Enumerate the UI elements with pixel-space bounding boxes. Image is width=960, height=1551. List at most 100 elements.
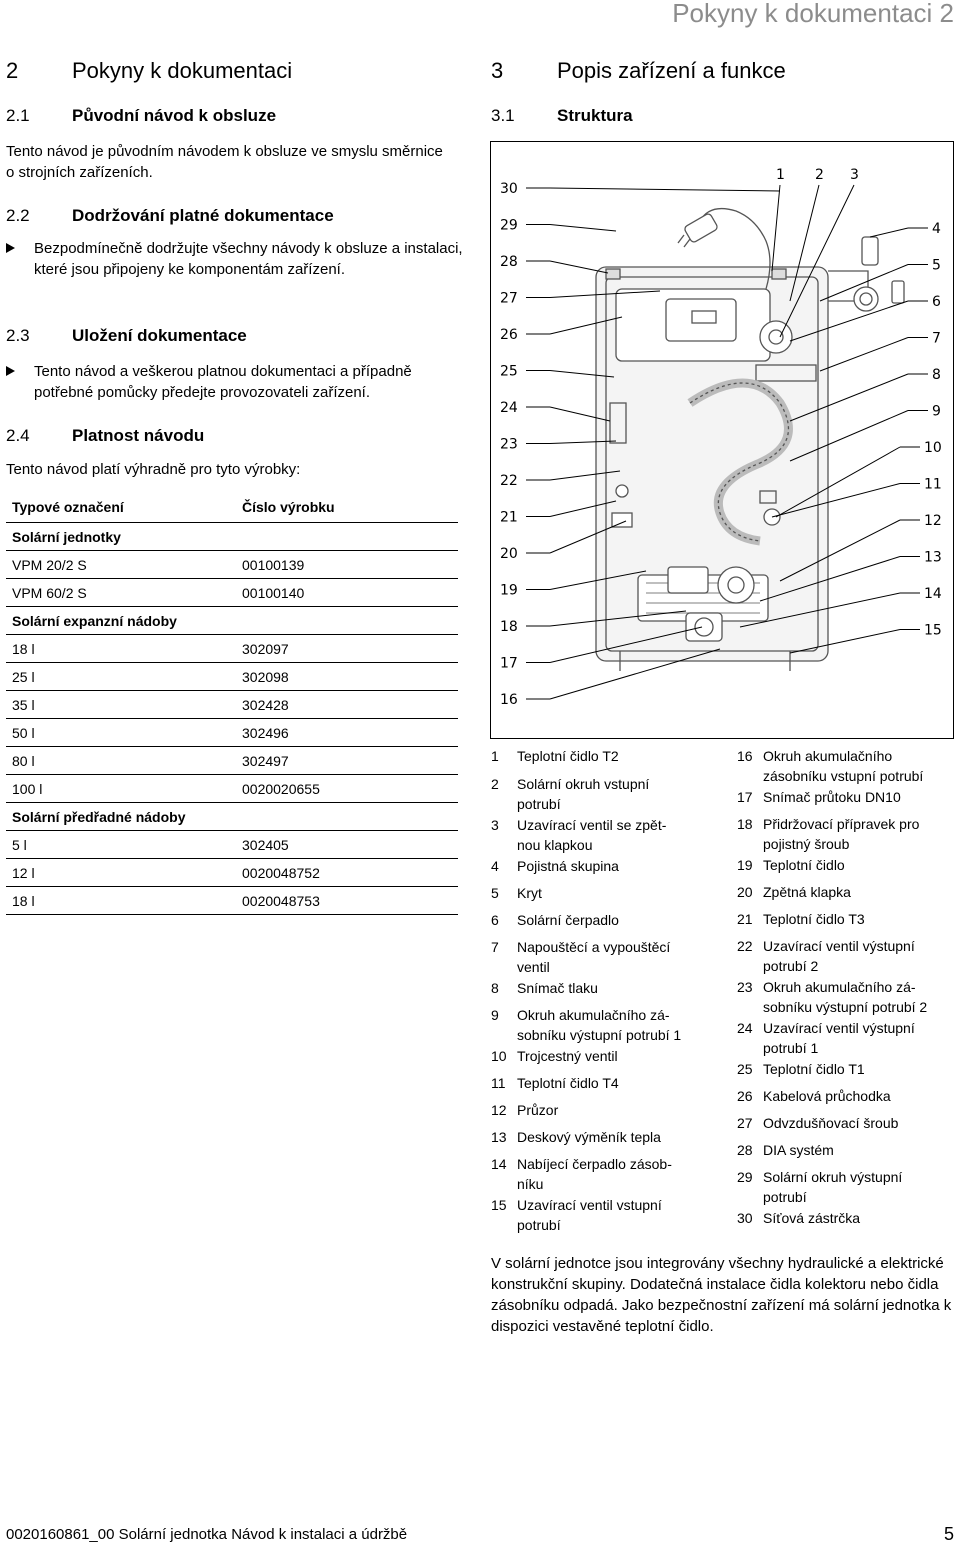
legend-text: Uzavírací ventil se zpět- nou klapkou <box>517 817 667 853</box>
legend-number: 4 <box>491 858 499 874</box>
left-leader-line <box>549 648 721 700</box>
legend-number: 19 <box>737 857 753 873</box>
legend-text: Teplotní čidlo T4 <box>517 1075 619 1091</box>
column-header-type: Typové označení <box>6 492 236 523</box>
legend-number: 21 <box>737 911 753 927</box>
cell-number: 302496 <box>236 718 458 747</box>
left-leader-line <box>549 520 627 554</box>
left-leader-line <box>549 187 781 192</box>
legend-number: 25 <box>737 1061 753 1077</box>
left-leader-line <box>549 570 647 590</box>
left-callout-number: 18 <box>500 619 518 635</box>
column-header-number: Číslo výrobku <box>236 492 458 523</box>
left-callout-number: 28 <box>500 254 518 270</box>
legend-text: Snímač průtoku DN10 <box>763 789 901 805</box>
unit-drawing <box>595 207 905 671</box>
cell-type: 35 l <box>6 690 236 719</box>
cell-number: 302098 <box>236 662 458 691</box>
top-callout-number: 3 <box>850 167 859 183</box>
left-callout-number: 30 <box>500 181 518 197</box>
section-number: 3.1 <box>491 106 515 125</box>
right-leader-line <box>819 264 909 302</box>
cell-type: VPM 20/2 S <box>6 550 236 579</box>
legend-number: 17 <box>737 789 753 805</box>
footer-doc-reference: 0020160861_00 Solární jednotka Návod k i… <box>6 1526 408 1543</box>
legend-text: Teplotní čidlo T3 <box>763 911 865 927</box>
table-header-row: Typové označení Číslo výrobku <box>6 492 458 523</box>
right-callout-number: 4 <box>932 221 941 237</box>
left-callout-number: 24 <box>500 400 518 416</box>
right-callout-number: 14 <box>924 586 942 602</box>
legend-text: Zpětná klapka <box>763 884 851 900</box>
left-callout-number: 27 <box>500 291 518 307</box>
cell-number: 0020048752 <box>236 858 458 887</box>
right-leader-line <box>789 300 909 342</box>
bullet-triangle-icon <box>6 366 15 376</box>
right-leader-line <box>869 227 909 238</box>
right-leader-line <box>789 410 909 462</box>
left-callout-number: 19 <box>500 583 518 599</box>
legend-text: Okruh akumulačního zá- sobníku výstupní … <box>763 979 928 1015</box>
section-title: Původní návod k obsluze <box>72 106 277 125</box>
cell-type: VPM 60/2 S <box>6 578 236 607</box>
legend-number: 3 <box>491 817 499 833</box>
left-leader-line <box>549 610 687 627</box>
legend-number: 23 <box>737 979 753 995</box>
bullet-item: Tento návod a veškerou platnou dokumenta… <box>6 361 474 403</box>
legend-number: 10 <box>491 1048 507 1064</box>
legend-text: Snímač tlaku <box>517 980 598 996</box>
legend-number: 27 <box>737 1115 753 1131</box>
legend-text: Teplotní čidlo T2 <box>517 748 619 764</box>
cell-type: 12 l <box>6 858 236 887</box>
left-callout-number: 23 <box>500 437 518 453</box>
figure-frame <box>490 141 954 739</box>
cell-type: 100 l <box>6 774 236 803</box>
right-callout-number: 10 <box>924 440 942 456</box>
section-title: Struktura <box>557 106 633 125</box>
left-callout-number: 25 <box>500 364 518 380</box>
footer-page-number: 5 <box>943 1524 954 1544</box>
top-leader-line <box>779 184 855 338</box>
left-leader-line <box>549 440 617 444</box>
legend-text: Teplotní čidlo <box>763 857 845 873</box>
right-callout-number: 6 <box>932 294 941 310</box>
cell-number: 302428 <box>236 690 458 719</box>
bullet-triangle-icon <box>6 243 15 253</box>
legend-text: DIA systém <box>763 1142 834 1158</box>
table-group-row: Solární expanzní nádoby <box>6 606 458 635</box>
left-leader-line <box>549 370 615 378</box>
legend-text: Uzavírací ventil výstupní potrubí 1 <box>763 1020 915 1056</box>
left-callout-number: 16 <box>500 692 518 708</box>
legend-text: Přidržovací přípravek pro pojistný šroub <box>763 816 920 852</box>
cell-type: 25 l <box>6 662 236 691</box>
cell-type: 18 l <box>6 886 236 915</box>
section-2-4-text: Tento návod platí výhradně pro tyto výro… <box>6 461 301 478</box>
legend-text: Okruh akumulačního zá- sobníku výstupní … <box>517 1007 682 1043</box>
legend-text: Teplotní čidlo T1 <box>763 1061 865 1077</box>
right-callout-number: 11 <box>924 477 942 493</box>
left-callout-number: 20 <box>500 546 518 562</box>
right-leader-line <box>779 519 901 582</box>
section-number: 2 <box>6 58 19 83</box>
section-number: 2.2 <box>6 206 30 225</box>
legend-text: Napouštěcí a vypouštěcí ventil <box>517 939 671 975</box>
top-callout-number: 2 <box>815 167 824 183</box>
legend-number: 11 <box>491 1075 506 1091</box>
legend-text: Pojistná skupina <box>517 858 619 874</box>
left-leader-line <box>549 224 617 232</box>
left-callout-number: 22 <box>500 473 518 489</box>
cell-number: 0020048753 <box>236 886 458 915</box>
legend-text: Uzavírací ventil vstupní potrubí <box>517 1197 662 1233</box>
cell-number: 00100140 <box>236 578 458 607</box>
right-leader-line <box>759 556 901 602</box>
